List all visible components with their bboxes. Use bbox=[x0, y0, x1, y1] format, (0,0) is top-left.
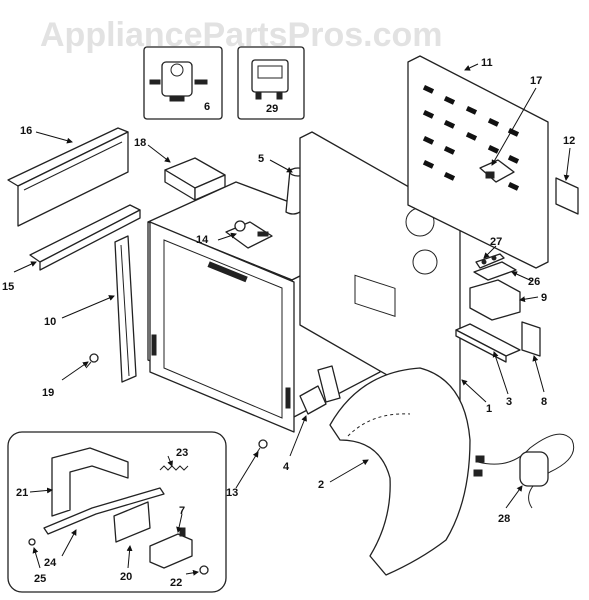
callout-16: 16 bbox=[20, 125, 32, 137]
part-12-plate[interactable] bbox=[555, 177, 579, 215]
callout-20: 20 bbox=[120, 571, 132, 583]
callout-17: 17 bbox=[530, 75, 542, 87]
part-26-terminal-block[interactable] bbox=[473, 261, 517, 281]
part-11-heat-shield[interactable] bbox=[407, 55, 549, 269]
part-3-bracket[interactable] bbox=[455, 323, 521, 363]
callout-8: 8 bbox=[541, 396, 547, 408]
callout-4: 4 bbox=[283, 461, 290, 473]
callout-23: 23 bbox=[176, 447, 188, 459]
callout-29: 29 bbox=[266, 103, 278, 115]
part-9-panel[interactable] bbox=[469, 279, 521, 321]
callout-19: 19 bbox=[42, 387, 54, 399]
part-7-switch[interactable] bbox=[149, 527, 193, 569]
part-19-screw[interactable] bbox=[85, 353, 99, 369]
part-24-latch-arm[interactable] bbox=[43, 487, 165, 535]
part-21-latch-bracket[interactable] bbox=[51, 447, 129, 517]
part-15-trim-bar[interactable] bbox=[29, 204, 141, 271]
callout-12: 12 bbox=[563, 135, 575, 147]
callout-labels: 6 29 11 17 12 16 18 5 14 15 10 19 27 26 … bbox=[2, 57, 575, 589]
callout-25: 25 bbox=[34, 573, 46, 585]
part-22-screw[interactable] bbox=[199, 565, 209, 575]
callout-26: 26 bbox=[528, 276, 540, 288]
callout-9: 9 bbox=[541, 292, 547, 304]
part-8-cover-plate[interactable] bbox=[521, 321, 541, 357]
part-14-sensor[interactable] bbox=[225, 220, 273, 249]
part-28-power-cord[interactable] bbox=[473, 433, 575, 509]
part-16-top-trim[interactable] bbox=[7, 127, 129, 227]
callout-15: 15 bbox=[2, 281, 14, 293]
callout-11: 11 bbox=[481, 57, 493, 69]
callout-3: 3 bbox=[506, 396, 512, 408]
part-27-clip[interactable] bbox=[475, 253, 505, 269]
callout-6: 6 bbox=[204, 101, 210, 113]
callout-14: 14 bbox=[196, 234, 209, 246]
callout-28: 28 bbox=[498, 513, 510, 525]
detail-inset-door-latch bbox=[7, 431, 227, 593]
part-25-pin[interactable] bbox=[28, 538, 36, 546]
callout-5: 5 bbox=[258, 153, 264, 165]
inset-part-6[interactable] bbox=[143, 46, 223, 120]
callout-22: 22 bbox=[170, 577, 182, 589]
callout-7: 7 bbox=[179, 505, 185, 517]
inset-part-29[interactable] bbox=[237, 46, 305, 120]
part-23-spring[interactable] bbox=[159, 465, 189, 471]
callout-18: 18 bbox=[134, 137, 146, 149]
callout-2: 2 bbox=[318, 479, 324, 491]
callout-27: 27 bbox=[490, 236, 502, 248]
callout-24: 24 bbox=[44, 557, 57, 569]
leader-lines bbox=[13, 63, 571, 576]
part-20-mounting-plate[interactable] bbox=[113, 501, 151, 543]
callout-1: 1 bbox=[486, 403, 492, 415]
callout-10: 10 bbox=[44, 316, 56, 328]
callout-21: 21 bbox=[16, 487, 28, 499]
part-10-side-rail[interactable] bbox=[114, 235, 137, 383]
part-2-insulation[interactable] bbox=[329, 367, 471, 576]
part-4-hinge[interactable] bbox=[299, 365, 341, 415]
callout-13: 13 bbox=[226, 487, 238, 499]
